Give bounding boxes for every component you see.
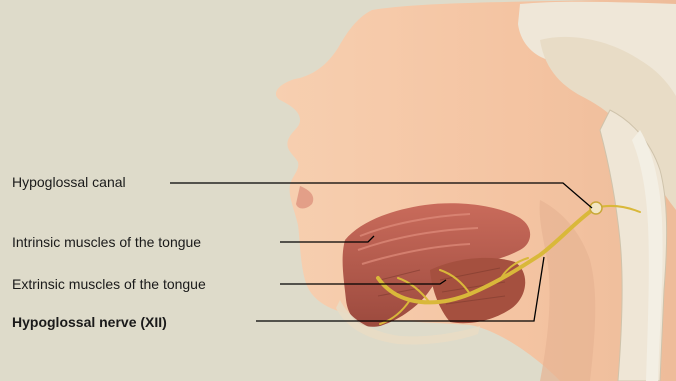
label-extrinsic-muscles: Extrinsic muscles of the tongue: [12, 276, 206, 292]
label-intrinsic-muscles: Intrinsic muscles of the tongue: [12, 234, 201, 250]
label-hypoglossal-nerve: Hypoglossal nerve (XII): [12, 314, 167, 330]
label-hypoglossal-canal: Hypoglossal canal: [12, 174, 126, 190]
